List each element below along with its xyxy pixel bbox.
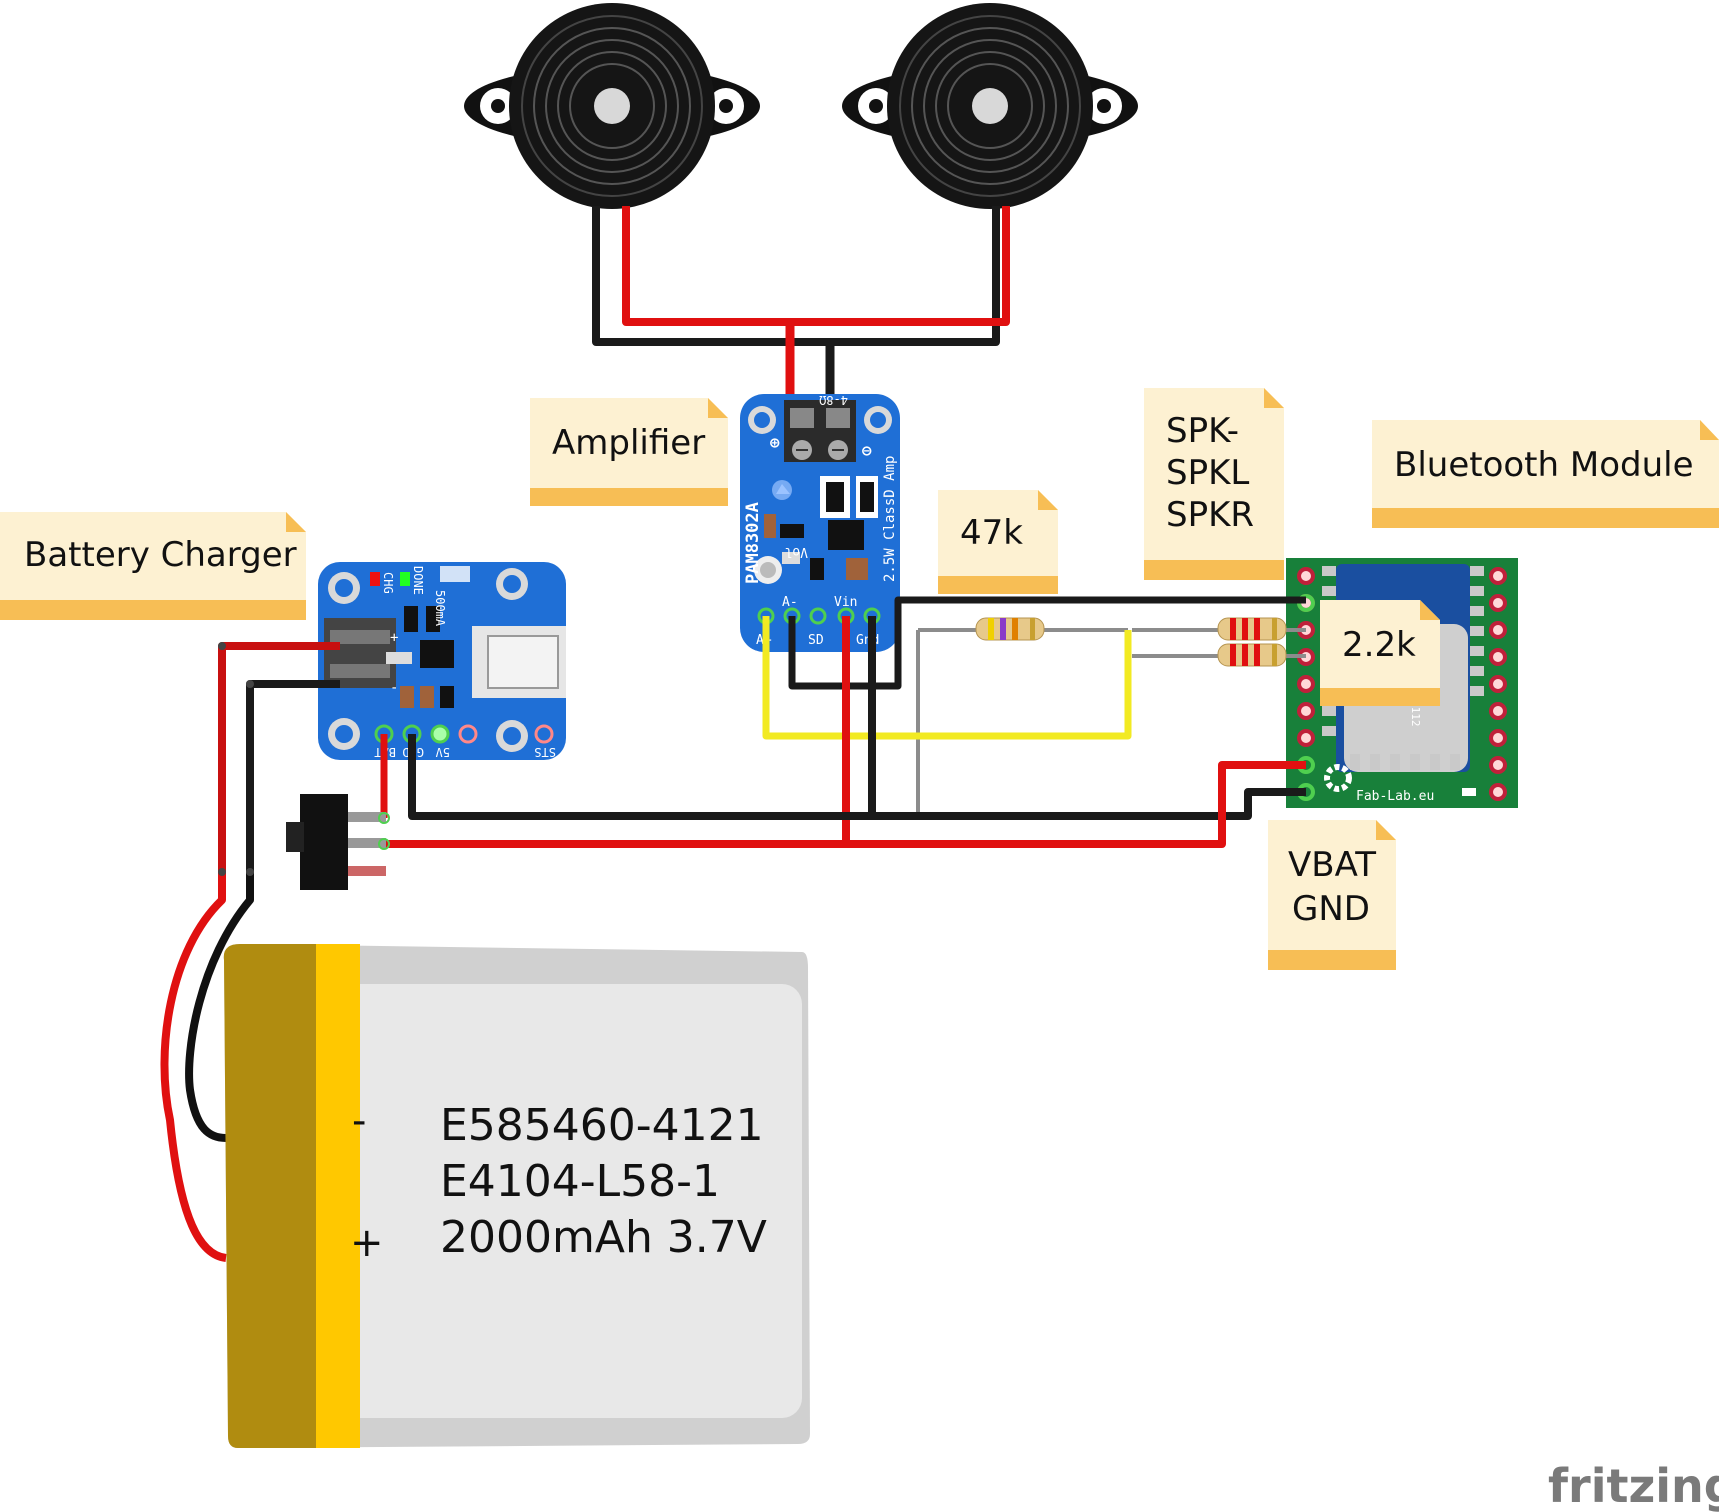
speaker-wires xyxy=(592,206,1010,408)
note-2-2k: 2.2k xyxy=(1320,600,1440,706)
amp-subtitle-label: 2.5W ClassD Amp xyxy=(882,456,898,582)
lipo-battery: - + E585460-4121 E4104-L58-1 2000mAh 3.7… xyxy=(223,944,811,1448)
amp-pin-a-minus: A- xyxy=(782,595,798,610)
note-speaker-pins: SPK- SPKL SPKR xyxy=(1144,388,1284,580)
charger-pin-sts: STS xyxy=(534,745,556,759)
charger-minus-mark: - xyxy=(390,680,398,696)
signal-wires xyxy=(762,596,1306,846)
charger-done-label: DONE xyxy=(411,566,425,595)
battery-model-line2: E4104-L58-1 xyxy=(440,1156,720,1207)
note-47k-text: 47k xyxy=(960,513,1023,553)
charger-plus-mark: + xyxy=(390,630,398,646)
note-bluetooth-module-text: Bluetooth Module xyxy=(1394,445,1694,485)
speaker-right xyxy=(842,3,1138,209)
amp-speaker-range-label: 4-8Ω xyxy=(819,393,848,407)
power-switch xyxy=(286,794,390,890)
note-amplifier: Amplifier xyxy=(530,398,728,506)
battery-capacity-line: 2000mAh 3.7V xyxy=(440,1212,767,1263)
note-spkr: SPKR xyxy=(1166,495,1254,535)
charger-current-label: 500mA xyxy=(433,590,447,627)
bluetooth-board-label: Fab-Lab.eu xyxy=(1356,789,1434,804)
note-battery-charger: Battery Charger xyxy=(0,512,306,620)
note-vbat: VBAT xyxy=(1288,845,1376,885)
amp-pin-sd: SD xyxy=(808,633,824,648)
charger-pin-5v: 5V xyxy=(436,745,450,759)
amp-minus-mark: ⊖ xyxy=(862,441,872,460)
note-47k: 47k xyxy=(938,490,1058,594)
note-power-pins: VBAT GND xyxy=(1268,820,1396,970)
note-2-2k-text: 2.2k xyxy=(1342,625,1416,665)
amplifier-board: PAM8302A 2.5W ClassD Amp Vol 4-8Ω ⊕ ⊖ A+… xyxy=(740,393,900,652)
amp-model-label: PAM8302A xyxy=(743,502,763,584)
amp-vol-label: Vol xyxy=(785,544,808,559)
battery-minus-mark: - xyxy=(352,1098,366,1144)
note-spkl: SPKL xyxy=(1166,453,1249,493)
resistor-2-2k-lower xyxy=(1132,643,1306,667)
amp-pin-vin: Vin xyxy=(834,595,857,610)
note-spk-minus: SPK- xyxy=(1166,411,1239,451)
amp-plus-mark: ⊕ xyxy=(770,433,780,452)
fritzing-watermark: fritzing xyxy=(1548,1459,1719,1512)
speaker-left xyxy=(464,3,760,209)
note-amplifier-text: Amplifier xyxy=(552,423,705,463)
resistor-47k xyxy=(918,617,1128,641)
battery-charger-board: CHG DONE 500mA + - BAT GND 5V STS xyxy=(318,562,566,760)
note-bluetooth-module: Bluetooth Module xyxy=(1372,420,1719,528)
note-gnd: GND xyxy=(1292,889,1370,929)
note-battery-charger-text: Battery Charger xyxy=(24,535,297,575)
resistor-2-2k-upper xyxy=(1132,617,1306,641)
bluetooth-chip-mark: E112 xyxy=(1409,700,1422,727)
battery-plus-mark: + xyxy=(350,1220,384,1266)
charger-chg-label: CHG xyxy=(381,572,395,594)
battery-model-line1: E585460-4121 xyxy=(440,1100,764,1151)
power-wires xyxy=(160,642,1306,1262)
